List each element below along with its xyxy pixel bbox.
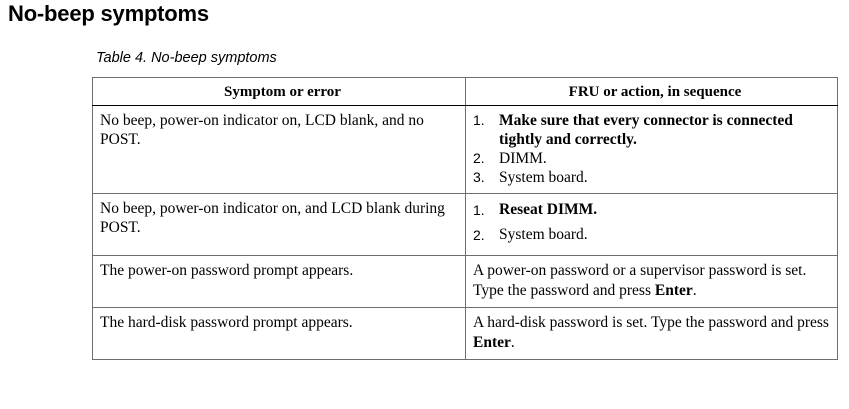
cell-symptom: The power-on password prompt appears.	[92, 255, 466, 308]
fru-action-list: 1. Make sure that every connector is con…	[473, 111, 829, 187]
fru-paragraph: A power-on password or a supervisor pass…	[473, 261, 829, 301]
symptom-text: No beep, power-on indicator on, and LCD …	[100, 200, 445, 236]
list-number: 2.	[473, 150, 485, 166]
table-row: No beep, power-on indicator on, LCD blan…	[92, 105, 838, 194]
cell-fru: 1. Make sure that every connector is con…	[465, 105, 838, 194]
cell-fru: A power-on password or a supervisor pass…	[465, 255, 838, 308]
page-title: No-beep symptoms	[8, 1, 209, 26]
list-text: Reseat DIMM.	[499, 201, 598, 218]
cell-symptom: No beep, power-on indicator on, LCD blan…	[92, 105, 466, 194]
list-number: 2.	[473, 227, 485, 243]
column-header-fru: FRU or action, in sequence	[465, 77, 838, 106]
fru-paragraph: A hard-disk password is set. Type the pa…	[473, 313, 829, 353]
cell-symptom: The hard-disk password prompt appears.	[92, 307, 466, 360]
fru-list-item: 2. DIMM.	[473, 149, 829, 168]
cell-fru: 1. Reseat DIMM. 2. System board.	[465, 193, 838, 256]
symptom-text: No beep, power-on indicator on, LCD blan…	[100, 112, 424, 148]
fru-text-before: A hard-disk password is set. Type the pa…	[473, 314, 829, 331]
list-text: DIMM.	[499, 150, 547, 167]
table-row: The hard-disk password prompt appears. A…	[92, 307, 838, 360]
table-row: The power-on password prompt appears. A …	[92, 255, 838, 308]
table-header-row: Symptom or error FRU or action, in seque…	[92, 77, 838, 106]
fru-list-item: 3. System board.	[473, 168, 829, 187]
key-enter: Enter	[654, 282, 693, 299]
symptom-text: The hard-disk password prompt appears.	[100, 314, 353, 331]
list-number: 1.	[473, 112, 485, 128]
fru-list-item: 1. Make sure that every connector is con…	[473, 111, 829, 149]
fru-action-list: 1. Reseat DIMM. 2. System board.	[473, 199, 829, 246]
list-text: System board.	[499, 226, 588, 243]
table-row: No beep, power-on indicator on, and LCD …	[92, 193, 838, 256]
list-text: Make sure that every connector is connec…	[499, 112, 793, 148]
fru-list-item: 1. Reseat DIMM.	[473, 199, 829, 221]
list-text: System board.	[499, 169, 588, 186]
cell-symptom: No beep, power-on indicator on, and LCD …	[92, 193, 466, 256]
fru-text-after: .	[692, 282, 697, 299]
cell-fru: A hard-disk password is set. Type the pa…	[466, 308, 838, 360]
key-enter: Enter	[473, 334, 511, 351]
fru-text-before: A power-on password or a supervisor pass…	[473, 262, 807, 299]
fru-text-after: .	[510, 334, 515, 351]
symptom-text: The power-on password prompt appears.	[100, 262, 354, 279]
no-beep-symptoms-table: Symptom or error FRU or action, in seque…	[92, 77, 838, 360]
list-number: 3.	[473, 169, 485, 185]
fru-list-item: 2. System board.	[473, 224, 829, 246]
table-caption: Table 4. No-beep symptoms	[96, 50, 277, 66]
list-number: 1.	[473, 202, 485, 218]
column-header-symptom: Symptom or error	[92, 77, 466, 106]
